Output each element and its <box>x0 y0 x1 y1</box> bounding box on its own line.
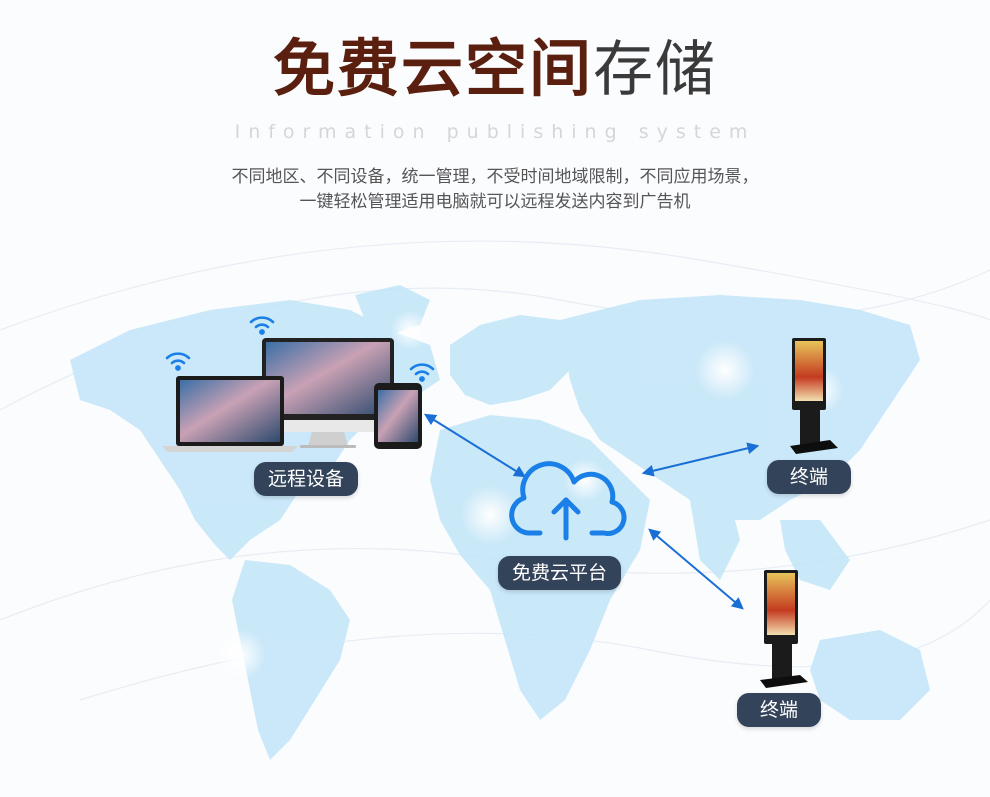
subtitle-english: Information publishing system <box>234 121 756 143</box>
kiosk-icon <box>760 570 808 688</box>
monitor-icon <box>262 338 394 448</box>
description: 不同地区、不同设备，统一管理，不受时间地域限制，不同应用场景， 一键轻松管理适用… <box>0 165 990 215</box>
title-light: 存储 <box>593 35 717 105</box>
title-bold: 免费云空间 <box>272 32 593 105</box>
kiosk-icon <box>790 338 838 454</box>
cloud-upload-icon <box>509 461 627 541</box>
description-line-2: 一键轻松管理适用电脑就可以远程发送内容到广告机 <box>299 192 691 212</box>
remote-devices-label: 远程设备 <box>254 462 359 496</box>
wifi-icon <box>165 316 435 382</box>
connection-arrows <box>423 413 760 610</box>
page-title: 免费云空间存储 <box>0 38 990 101</box>
description-line-1: 不同地区、不同设备，统一管理，不受时间地域限制，不同应用场景， <box>231 167 759 187</box>
terminal-label-2: 终端 <box>737 693 821 727</box>
laptop-icon <box>162 376 298 452</box>
cloud-platform-label: 免费云平台 <box>498 556 622 590</box>
terminal-label-1: 终端 <box>767 460 851 494</box>
tablet-icon <box>374 383 422 449</box>
